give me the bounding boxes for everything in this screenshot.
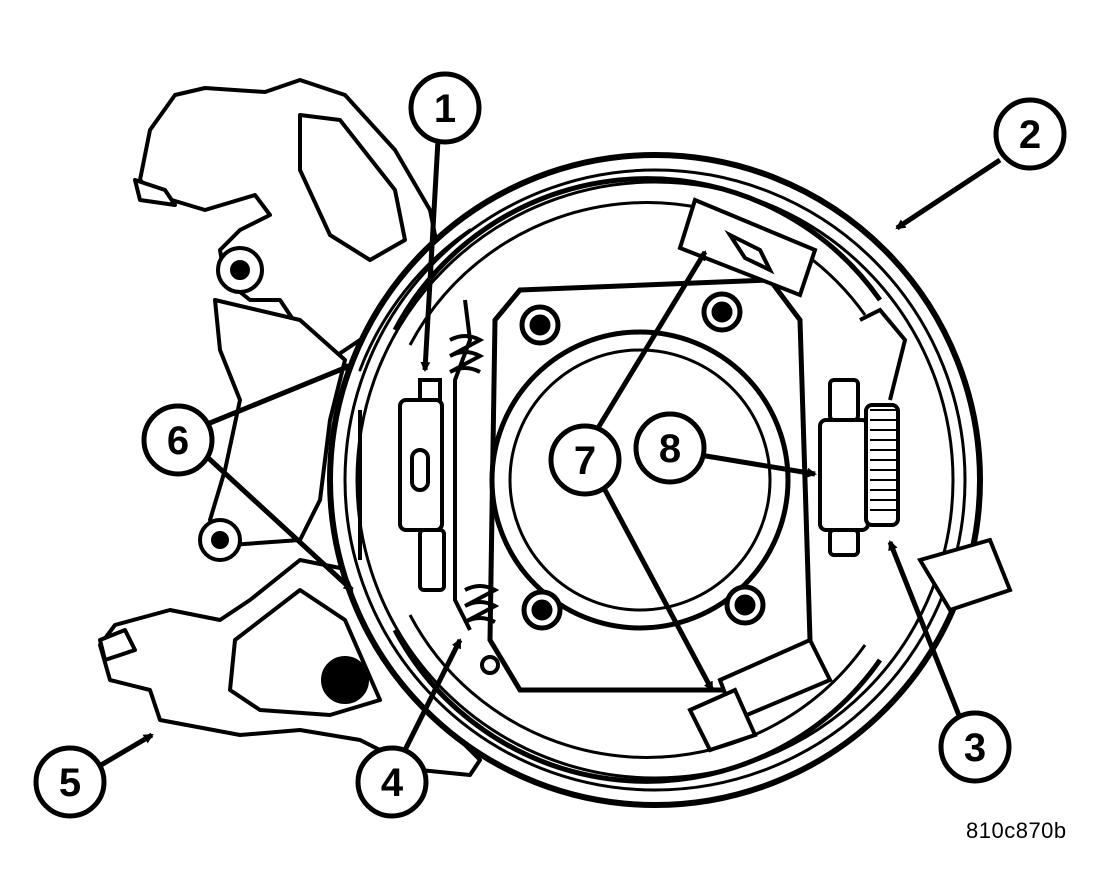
- leader-5: [94, 732, 154, 771]
- leader-6b: [203, 453, 354, 592]
- callout-2-label: 2: [1019, 113, 1041, 157]
- callout-6-label: 6: [167, 419, 189, 463]
- callout-3-label: 3: [964, 726, 986, 770]
- callout-1-label: 1: [434, 87, 456, 131]
- leader-7b: [602, 488, 715, 692]
- leader-3: [887, 540, 963, 719]
- callout-3: 3: [938, 710, 1012, 784]
- leader-6a: [204, 362, 354, 428]
- callout-2: 2: [993, 97, 1067, 171]
- callout-8-label: 8: [659, 427, 681, 471]
- callout-8: 8: [633, 411, 707, 485]
- callout-4-label: 4: [381, 761, 404, 805]
- leader-4: [402, 638, 463, 752]
- callout-1: 1: [408, 71, 482, 145]
- axle-hub: [487, 277, 813, 693]
- figure-id: 810c870b: [966, 818, 1067, 843]
- leader-8: [699, 452, 817, 478]
- leader-7a: [595, 250, 708, 430]
- anchor-lever: [398, 378, 446, 592]
- leader-lines: [94, 139, 1002, 771]
- callout-6: 6: [141, 403, 215, 477]
- callout-7-label: 7: [574, 439, 596, 483]
- callout-7: 7: [548, 423, 622, 497]
- callouts: 1 2 3 4 5 6 7 8: [33, 71, 1067, 819]
- callout-5-label: 5: [59, 761, 81, 805]
- shoe-retainers: [677, 197, 833, 753]
- leader-2: [895, 157, 1002, 231]
- leader-1: [420, 139, 441, 372]
- return-springs: [449, 299, 500, 675]
- callout-4: 4: [355, 745, 429, 819]
- adjuster-assembly: [818, 307, 908, 557]
- support-bracket: [98, 78, 482, 777]
- brake-shoes: [358, 176, 883, 784]
- callout-5: 5: [33, 745, 107, 819]
